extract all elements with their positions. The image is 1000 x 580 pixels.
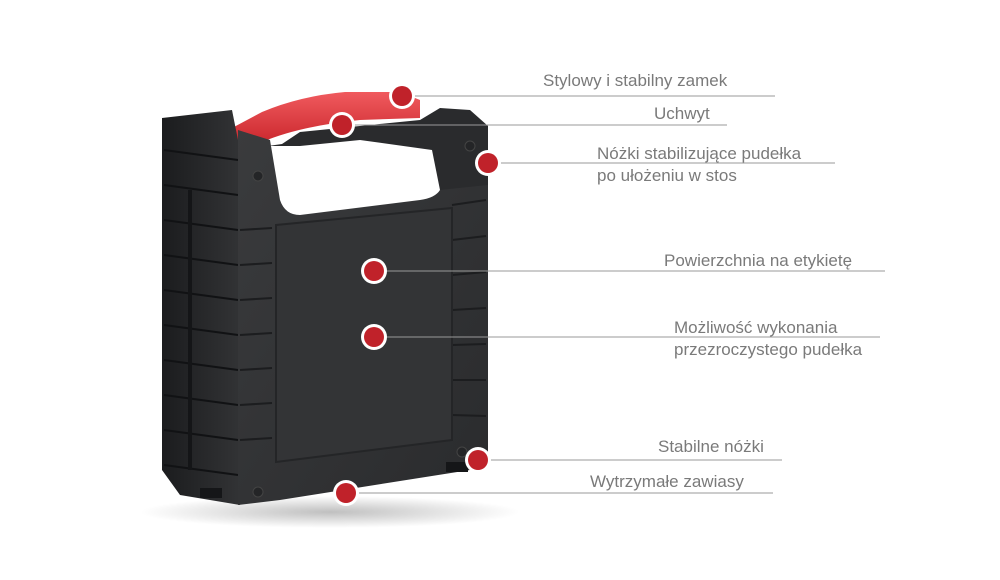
callout-transparent-text-1: Możliwość wykonania <box>674 318 838 337</box>
marker-hinges <box>336 483 356 503</box>
marker-stable-feet <box>468 450 488 470</box>
callout-stack-feet-text-2: po ułożeniu w stos <box>597 166 737 185</box>
callout-transparent-text-2: przezroczystego pudełka <box>674 340 863 359</box>
marker-handle <box>332 115 352 135</box>
callout-label-area-text: Powierzchnia na etykietę <box>664 251 853 270</box>
callout-handle-label: Uchwyt <box>654 103 710 125</box>
case-side <box>162 110 240 505</box>
foot-left <box>200 488 222 498</box>
callout-stack-feet-text-1: Nóżki stabilizujące pudełka <box>597 144 802 163</box>
callout-stable-feet-text: Stabilne nóżki <box>658 437 764 456</box>
marker-transparent-option <box>364 327 384 347</box>
callout-hinges-label: Wytrzymałe zawiasy <box>590 471 744 493</box>
marker-stack-feet <box>478 153 498 173</box>
handle-frame <box>268 108 488 195</box>
floor-shadow <box>140 496 520 528</box>
marker-label-area <box>364 261 384 281</box>
callout-markers <box>329 83 501 506</box>
front-left-strip <box>239 227 273 441</box>
callout-lock-text: Stylowy i stabilny zamek <box>543 71 728 90</box>
callout-lock-label: Stylowy i stabilny zamek <box>543 70 727 92</box>
front-rib-strip <box>451 199 487 417</box>
screws <box>252 140 476 498</box>
callout-stack-feet-label: Nóżki stabilizujące pudełka po ułożeniu … <box>597 143 801 187</box>
callout-handle-text: Uchwyt <box>654 104 710 123</box>
callout-transparent-label: Możliwość wykonania przezroczystego pude… <box>674 317 862 361</box>
callout-lines <box>342 95 885 494</box>
side-ribs <box>163 149 239 476</box>
foot-right <box>446 462 468 472</box>
callout-hinges-text: Wytrzymałe zawiasy <box>590 472 744 491</box>
marker-lock <box>392 86 412 106</box>
callout-label-area-label: Powierzchnia na etykietę <box>664 250 852 272</box>
callout-stable-feet-label: Stabilne nóżki <box>658 436 764 458</box>
handle <box>232 92 420 146</box>
